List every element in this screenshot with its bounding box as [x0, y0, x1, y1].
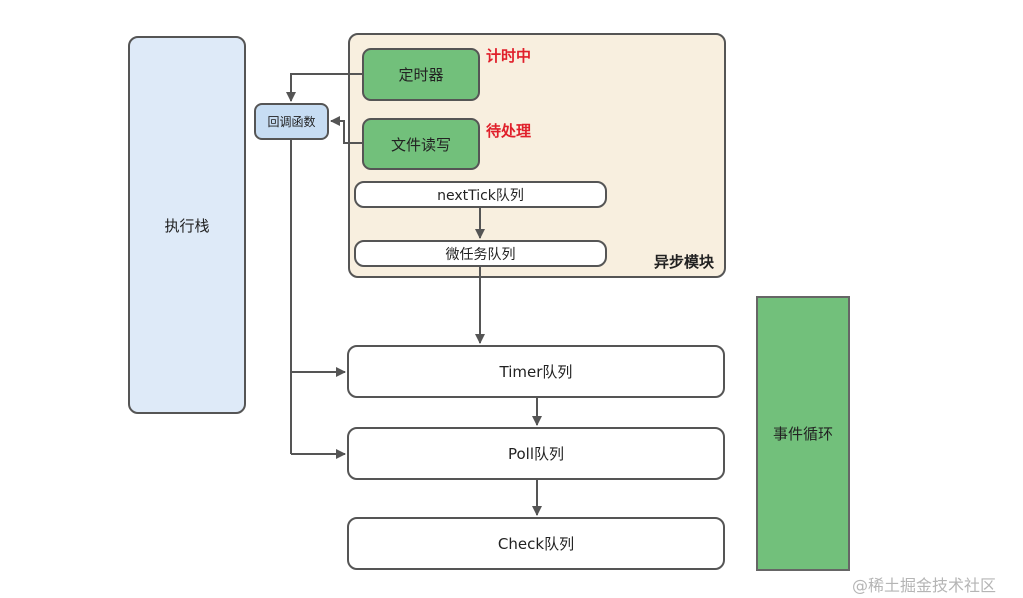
- arrow-timer-to-callback: [286, 73, 362, 102]
- check-queue-label: Check队列: [497, 535, 575, 553]
- timer-queue-node: Timer队列: [347, 345, 725, 398]
- callback-label: 回调函数: [267, 115, 316, 129]
- nexttick-queue-node: nextTick队列: [354, 181, 607, 208]
- callback-node: 回调函数: [254, 103, 329, 140]
- watermark: @稀土掘金技术社区: [852, 576, 997, 595]
- check-queue-node: Check队列: [347, 517, 725, 570]
- execution-stack: 执行栈: [128, 36, 246, 414]
- timer-status-label: 计时中: [486, 47, 532, 65]
- nexttick-queue-label: nextTick队列: [437, 187, 524, 204]
- file-io-status-label: 待处理: [486, 122, 532, 140]
- timer-queue-label: Timer队列: [499, 363, 573, 381]
- event-loop-node: 事件循环: [756, 296, 850, 571]
- async-module-title: 异步模块: [654, 253, 715, 271]
- microtask-queue-node: 微任务队列: [354, 240, 607, 267]
- file-io-source-label: 文件读写: [390, 135, 451, 154]
- timer-source-node: 定时器: [362, 48, 480, 101]
- file-io-source-node: 文件读写: [362, 118, 480, 170]
- microtask-queue-label: 微任务队列: [445, 246, 516, 263]
- arrow-file-to-callback: [330, 116, 362, 144]
- poll-queue-label: Poll队列: [507, 445, 565, 463]
- event-loop-label: 事件循环: [772, 425, 833, 443]
- poll-queue-node: Poll队列: [347, 427, 725, 480]
- execution-stack-label: 执行栈: [164, 216, 210, 235]
- timer-source-label: 定时器: [398, 66, 444, 84]
